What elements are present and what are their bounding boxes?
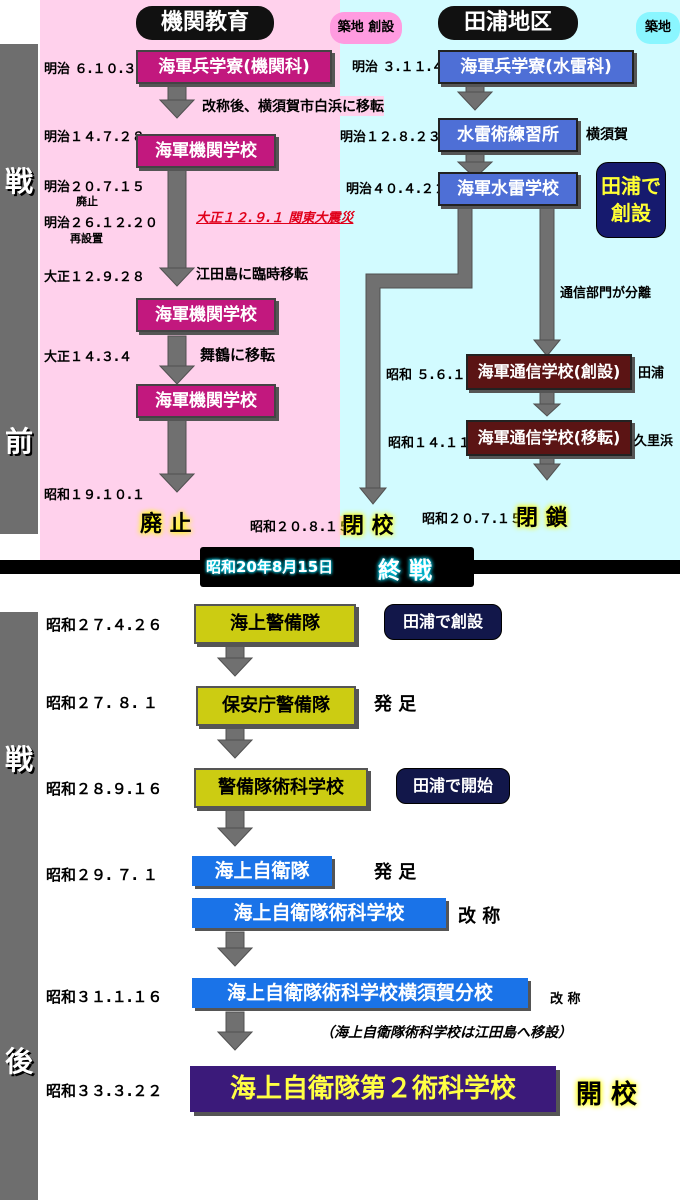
sidebar-char-post-2: 後 (4, 1045, 33, 1078)
date-r3: 明治４０.４.２２ (346, 182, 447, 197)
sidebar-char-pre-1: 戦 (4, 165, 33, 198)
date-p3: 昭和２８.９.１６ (46, 780, 163, 798)
box-torpedo-school: 海軍水雷学校 (438, 172, 578, 206)
box-jmsdf-yokosuka-branch: 海上自衛隊術科学校横須賀分校 (192, 978, 528, 1008)
date-l5: 大正１２.９.２８ (44, 270, 145, 285)
status-renamed-4: 改 称 (458, 906, 501, 927)
date-p4: 昭和２９. ７. １ (46, 866, 158, 884)
box-safety-agency-guard: 保安庁警備隊 (196, 686, 356, 726)
box-comm-school-moved: 海軍通信学校(移転) (466, 420, 632, 456)
date-l2: 明治１４.７.２８ (44, 130, 145, 145)
end-closed-school: 閉 校 (342, 514, 394, 539)
date-r2: 明治１２.８.２３ (340, 130, 441, 145)
date-l4a: 明治２６.１２.２０ (44, 216, 158, 231)
box-engine-school-3: 海軍機関学校 (136, 384, 276, 418)
note-maizuru: 舞鶴に移転 (200, 346, 276, 364)
date-l1: 明治 ６.１０.３ (44, 62, 137, 77)
box-torpedo-training: 水雷術練習所 (438, 118, 578, 152)
date-p5: 昭和３１.１.１６ (46, 988, 163, 1006)
date-l3a: 明治２０.７.１５ (44, 180, 145, 195)
status-launched-2: 発 足 (374, 694, 417, 715)
bubble-tsukiji: 築地 (636, 12, 680, 44)
header-engine-education: 機関教育 (136, 6, 274, 40)
date-r1: 明治 ３.１１.４ (352, 60, 445, 75)
box-comm-school-founded: 海軍通信学校(創設) (466, 354, 632, 390)
box-maritime-guard: 海上警備隊 (194, 604, 356, 644)
end-abolished: 廃 止 (140, 512, 192, 537)
bubble-tsukiji-founding: 築地 創設 (330, 12, 402, 44)
box-engine-school-1: 海軍機関学校 (136, 134, 276, 168)
box-jmsdf: 海上自衛隊 (192, 856, 332, 886)
box-navy-academy-torpedo: 海軍兵学寮(水雷科) (438, 50, 634, 84)
box-engine-school-2: 海軍機関学校 (136, 298, 276, 332)
box-jmsdf-technical-school: 海上自衛隊術科学校 (192, 898, 446, 928)
note-moved-etajima: （海上自衛隊術科学校は江田島へ移設） (320, 1025, 572, 1041)
place-taura: 田浦 (638, 366, 665, 381)
flag-taura-founding: 田浦で 創設 (596, 162, 666, 238)
status-renamed-5: 改 称 (550, 992, 581, 1007)
status-launched-4: 発 足 (374, 862, 417, 883)
place-yokosuka: 横須賀 (586, 127, 628, 143)
pre-war-sidebar (0, 44, 38, 534)
box-navy-academy-engine: 海軍兵学寮(機関科) (136, 50, 332, 84)
date-l7: 昭和１９.１０.１ (44, 488, 145, 503)
note-earthquake: 大正１２.９.１ 関東大震災 (196, 211, 354, 226)
box-2nd-technical-school: 海上自衛隊第２術科学校 (190, 1066, 556, 1112)
header-taura-district: 田浦地区 (438, 6, 578, 40)
box-guard-technical-school: 警備隊術科学校 (194, 768, 368, 808)
date-r6: 昭和１４.１１ (388, 436, 471, 451)
note-renamed-moved: 改称後、横須賀市白浜に移転 (202, 96, 384, 116)
war-end-word: 終 戦 (378, 558, 433, 584)
date-l3b: 廃止 (76, 195, 98, 208)
date-r8: 昭和２０.７.１５ (422, 512, 523, 527)
sidebar-char-post-1: 戦 (4, 743, 33, 776)
date-l6: 大正１４.３.４ (44, 350, 132, 365)
flag-taura-started: 田浦で開始 (396, 768, 510, 804)
date-l4b: 再設置 (70, 232, 103, 245)
war-end-date: 昭和20年8月15日 (206, 558, 334, 576)
flag-taura-founding-2: 田浦で創設 (384, 604, 502, 640)
note-etajima-temp: 江田島に臨時移転 (196, 267, 308, 283)
end-closed-down: 閉 鎖 (516, 506, 568, 531)
date-r7: 昭和２０.８.１５ (250, 516, 351, 535)
date-p1: 昭和２７.４.２６ (46, 616, 163, 634)
pre-war-pink-panel (40, 0, 340, 560)
date-p6: 昭和３３.３.２２ (46, 1082, 163, 1100)
note-comm-separated: 通信部門が分離 (560, 286, 652, 301)
sidebar-char-pre-2: 前 (4, 425, 33, 458)
war-end-banner (200, 547, 474, 587)
status-opened: 開 校 (576, 1080, 638, 1110)
date-p2: 昭和２７. ８. １ (46, 694, 158, 712)
post-war-sidebar (0, 612, 38, 1200)
place-kurihama: 久里浜 (634, 434, 674, 449)
date-r5: 昭和 ５.６.１ (386, 368, 466, 383)
